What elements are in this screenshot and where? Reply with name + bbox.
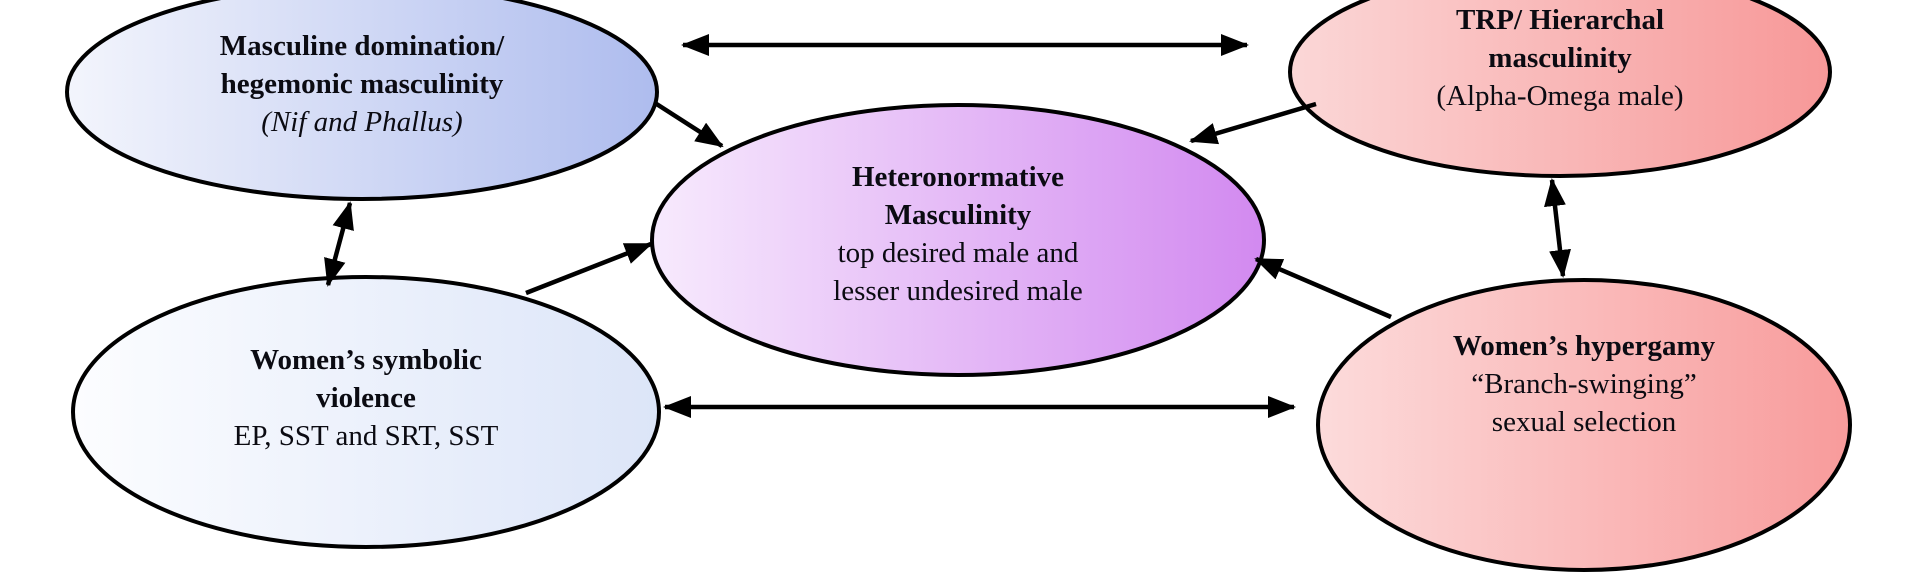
arrow-masculine-to-heteronormative [653,101,724,148]
arrow-trp-to-heteronormative [1189,101,1317,145]
node-heteronormative-masculinity [650,103,1266,377]
arrow-hypergamy-to-heteronormative [1254,256,1392,320]
node-masculine-domination [65,0,659,201]
arrow-masculine-symbolic-bidirectional [324,201,354,287]
node-womens-symbolic-violence [71,275,661,549]
node-trp-hierarchal-masculinity [1288,0,1832,178]
node-womens-hypergamy [1316,278,1852,572]
arrow-trp-hypergamy-bidirectional [1544,178,1571,278]
arrow-symbolic-to-heteronormative [525,241,653,296]
